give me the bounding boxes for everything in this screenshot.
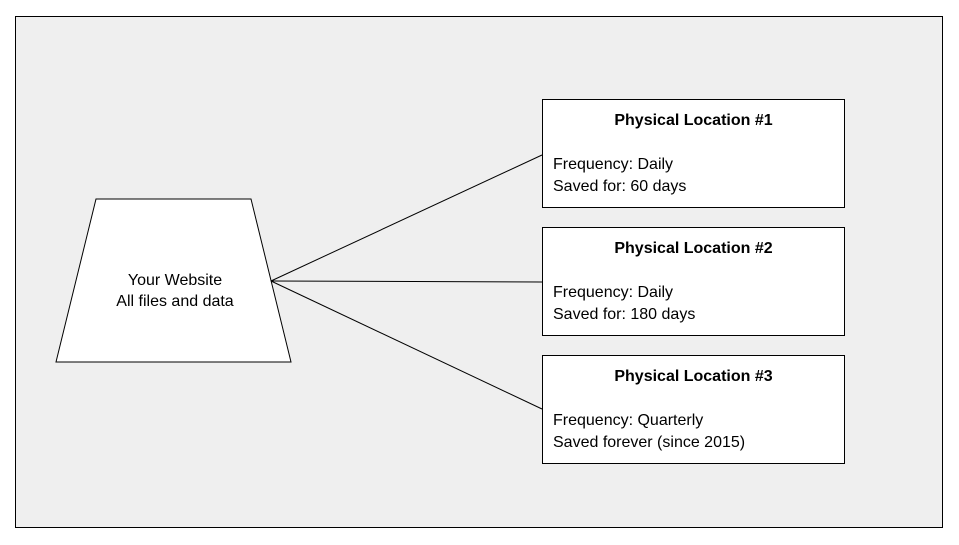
website-trapezoid	[55, 198, 292, 363]
location-box-3: Physical Location #3 Frequency: Quarterl…	[542, 355, 845, 464]
location-box-1: Physical Location #1 Frequency: Daily Sa…	[542, 99, 845, 208]
location-box-2: Physical Location #2 Frequency: Daily Sa…	[542, 227, 845, 336]
location-title: Physical Location #2	[614, 240, 773, 257]
location-retention: Saved forever (since 2015)	[553, 434, 746, 451]
location-frequency: Frequency: Quarterly	[553, 412, 704, 429]
website-subtitle: All files and data	[116, 293, 234, 310]
website-title: Your Website	[127, 272, 223, 289]
connector-line-3	[270, 280, 543, 410]
location-retention: Saved for: 180 days	[553, 306, 696, 323]
connector-line-1	[270, 154, 543, 282]
website-label: Your Website All files and data	[85, 270, 265, 312]
location-frequency: Frequency: Daily	[553, 156, 674, 173]
location-retention: Saved for: 60 days	[553, 178, 687, 195]
connector-line-2	[270, 280, 543, 283]
location-title: Physical Location #1	[614, 112, 773, 129]
location-frequency: Frequency: Daily	[553, 284, 674, 301]
location-title: Physical Location #3	[614, 368, 773, 385]
